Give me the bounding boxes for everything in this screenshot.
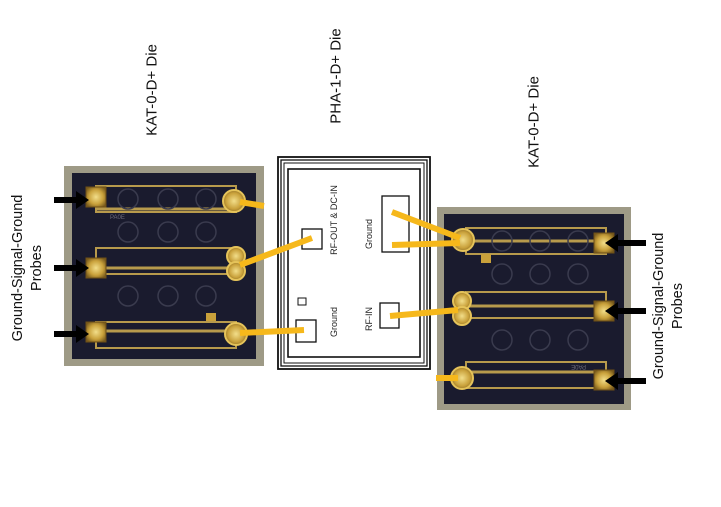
left-die-pad xyxy=(206,313,216,321)
left-die-pad xyxy=(85,186,107,208)
center-die xyxy=(277,156,431,370)
left-die-bond-pad xyxy=(226,261,246,281)
bond-wires xyxy=(238,199,462,381)
center-die-outline xyxy=(283,162,425,364)
left-probe-arrows xyxy=(54,191,89,343)
probe-arrow-icon xyxy=(605,372,646,390)
bond-wire xyxy=(239,327,305,336)
right-die-vias xyxy=(491,230,589,351)
rf-in-label: RF-IN xyxy=(364,307,374,331)
center-die-outline xyxy=(280,159,428,367)
ground-bottom-label: Ground xyxy=(329,306,339,338)
left-die-title: KAT-0-D+ Die xyxy=(143,44,161,136)
center-die-outline xyxy=(277,156,431,370)
bond-wire xyxy=(389,307,459,319)
left-probes-label: Ground-Signal-Ground Probes xyxy=(10,194,45,342)
bond-wire xyxy=(390,209,462,241)
probe-arrow-icon xyxy=(54,191,89,209)
bond-wire xyxy=(238,235,314,268)
probe-arrow-icon xyxy=(54,325,89,343)
left-die-pad xyxy=(85,321,107,343)
center-die-outline xyxy=(287,168,421,358)
right-probes-label: Ground-Signal-Ground Probes xyxy=(651,232,686,380)
bond-wire xyxy=(391,240,461,248)
right-die-bond-pad xyxy=(451,228,475,252)
probe-arrow-icon xyxy=(54,259,89,277)
right-die-traces xyxy=(465,227,607,389)
probe-arrow-icon xyxy=(605,302,646,320)
bond-wire xyxy=(239,199,265,209)
right-die-pad xyxy=(481,254,491,263)
rf-out-dc-in-label: RF-OUT & DC-IN xyxy=(329,185,339,255)
left-die xyxy=(64,166,264,366)
left-die-mark: PA0E xyxy=(110,215,125,221)
probe-arrow-icon xyxy=(605,234,646,252)
left-die-vias xyxy=(117,188,217,307)
right-die xyxy=(437,207,631,410)
right-die-title: KAT-0-D+ Die xyxy=(525,76,543,168)
right-die-mark: PA0E xyxy=(571,363,586,369)
center-die-title: PHA-1-D+ Die xyxy=(327,28,345,124)
ground-top-pad xyxy=(381,195,410,253)
right-probe-arrows xyxy=(605,234,646,390)
ground-top-label: Ground xyxy=(364,218,374,250)
center-die-mark xyxy=(297,297,307,306)
